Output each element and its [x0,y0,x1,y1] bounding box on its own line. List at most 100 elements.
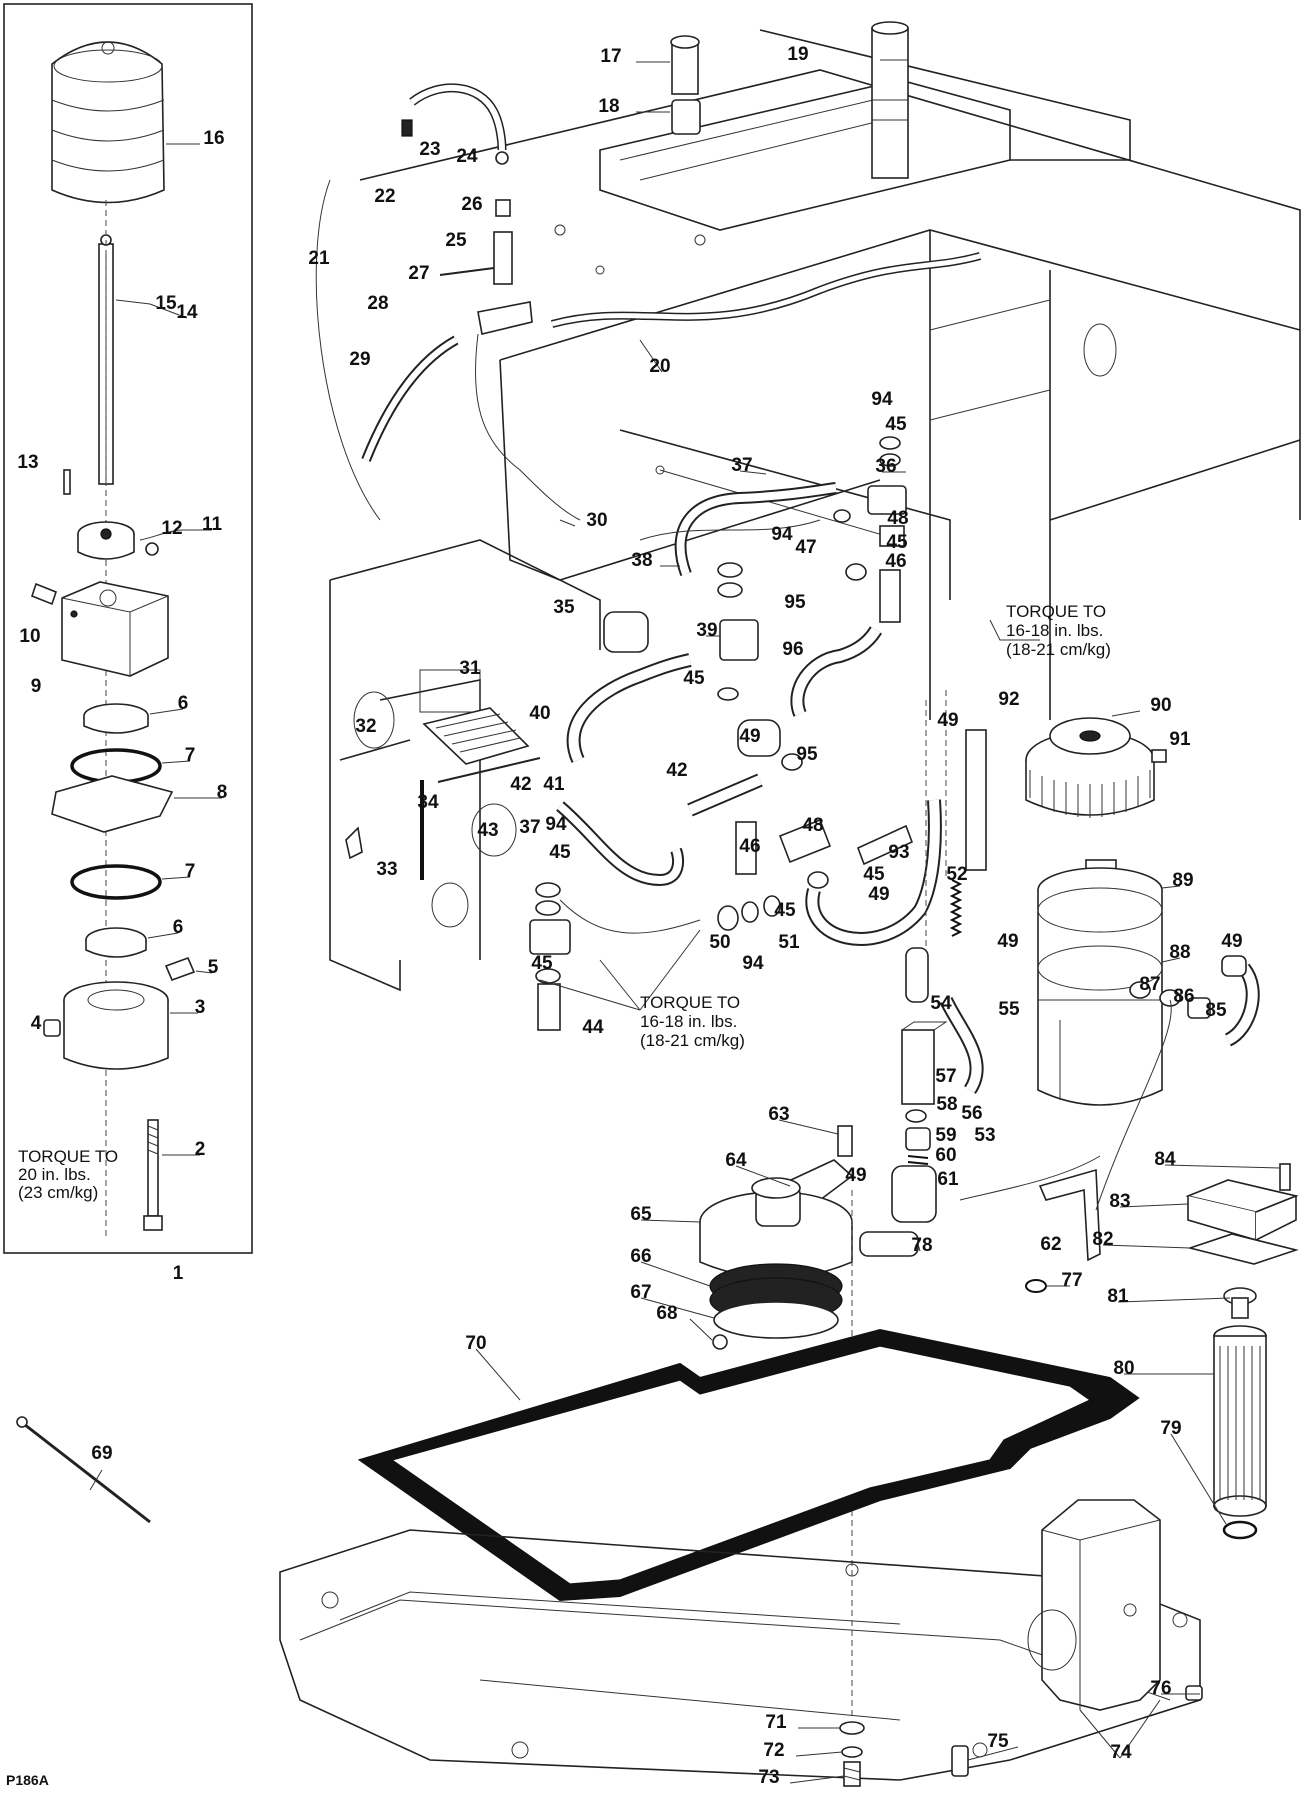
callout-34: 34 [417,792,439,813]
part-49-clamp-right [1221,955,1247,977]
callout-94: 94 [771,524,793,545]
machine-frame-lower [329,429,951,992]
part-49-clamp [737,719,781,757]
callout-85: 85 [1205,1000,1227,1021]
callout-65: 65 [630,1204,652,1225]
part-25-fitting [493,231,513,285]
part-53-tube [859,1231,919,1257]
callout-28: 28 [367,293,388,314]
part-91-setscrew [1151,749,1167,763]
oil-tube-38 [674,482,837,577]
callout-37: 37 [731,455,752,476]
callout-49: 49 [739,726,760,747]
part-71-washer [839,1721,865,1735]
callout-67: 67 [630,1282,651,1303]
callout-83: 83 [1109,1191,1130,1212]
part-79-oring [1222,1520,1258,1540]
part-74-base [279,1499,1201,1781]
part-19-shaft [871,21,909,179]
part-39-fitting [719,619,759,661]
callout-25: 25 [445,230,467,251]
callout-48: 48 [887,508,908,529]
callout-20: 20 [649,356,670,377]
callout-56: 56 [961,1103,982,1124]
callout-1: 1 [173,1263,184,1284]
callout-35: 35 [553,597,575,618]
callout-33: 33 [376,859,397,880]
part-80-filter [1213,1325,1267,1517]
callout-46: 46 [739,836,760,857]
part-54-pump-body [901,1021,948,1105]
part-46-screw-upper [879,569,901,623]
callout-73: 73 [758,1767,779,1788]
part-43-fitting [529,919,571,955]
oil-tube-55 [939,996,984,1094]
callout-75: 75 [987,1731,1009,1752]
callout-15: 15 [155,293,177,314]
callout-88: 88 [1169,942,1190,963]
part-62-bracket [1038,1168,1101,1262]
callout-6: 6 [178,693,189,714]
part-84-screw [1279,1163,1291,1191]
part-6-gear-lower [85,927,147,958]
callout-49: 49 [845,1165,866,1186]
callout-95: 95 [784,592,806,613]
part-48-fitting-upper [879,525,905,547]
part-44-screw [537,983,561,1031]
callout-32: 32 [355,716,376,737]
part-48-tee-lower [778,818,832,864]
callout-78: 78 [911,1235,932,1256]
part-2-bolt [143,1119,163,1231]
part-81-fitting [1223,1287,1257,1319]
part-70-gasket [357,1328,1140,1602]
callout-74: 74 [1110,1742,1132,1763]
callout-9: 9 [31,676,42,697]
part-57-washer [905,1109,927,1123]
callout-70: 70 [465,1333,486,1354]
callout-13: 13 [17,452,38,473]
callout-45: 45 [683,668,705,689]
callout-23: 23 [419,139,440,160]
part-83-cover [1185,1179,1299,1242]
callout-10: 10 [19,626,40,647]
callout-95: 95 [796,744,818,765]
callout-89: 89 [1172,870,1193,891]
part-82-gasket [1187,1233,1299,1265]
callout-38: 38 [631,550,652,571]
callout-53: 53 [974,1125,995,1146]
callout-39: 39 [696,620,717,641]
torque-note-pump: TORQUE TO 20 in. lbs. (23 cm/kg) [18,1147,123,1202]
part-7-oring-lower [70,864,162,900]
part-58-cup [905,1127,931,1151]
callout-7: 7 [185,745,196,766]
callout-45: 45 [886,532,908,553]
part-24-clip [495,151,509,165]
callout-55: 55 [998,999,1020,1020]
part-35-bushing [603,611,649,653]
part-90-gear [1025,717,1155,818]
callout-61: 61 [937,1169,959,1190]
part-61-cup [891,1165,937,1223]
part-36-fitting [867,485,907,515]
oil-tube-23 [409,83,507,151]
part-31-screen [422,707,530,765]
callout-21: 21 [308,248,330,269]
part-17-pin [670,35,700,95]
callout-29: 29 [349,349,370,370]
callout-4: 4 [31,1013,42,1034]
callout-49: 49 [868,884,889,905]
part-26-sleeve [495,199,511,217]
callout-30: 30 [586,510,607,531]
callout-48: 48 [802,815,823,836]
callout-82: 82 [1092,1229,1113,1250]
callout-40: 40 [529,703,550,724]
callout-41: 41 [543,774,565,795]
callout-3: 3 [195,997,206,1018]
callout-7: 7 [185,861,196,882]
callout-43: 43 [477,820,498,841]
part-18-bushing [671,99,701,135]
callout-54: 54 [930,993,952,1014]
part-56-tube [905,947,929,1003]
